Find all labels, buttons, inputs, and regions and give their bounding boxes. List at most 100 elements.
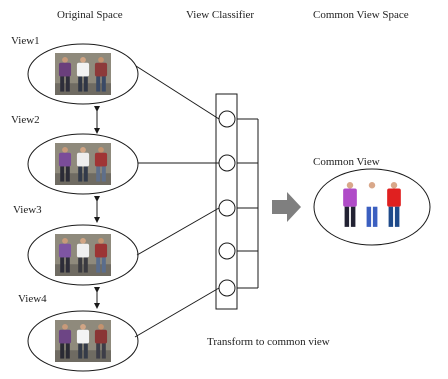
photo-ground	[55, 350, 111, 362]
photo-ground	[55, 173, 111, 185]
person-head	[62, 57, 68, 63]
person-leg-left	[96, 343, 101, 359]
person-figure	[94, 57, 108, 92]
person-leg-right	[101, 166, 106, 182]
person-shirt	[58, 329, 72, 344]
person-figure	[343, 182, 357, 227]
transform-arrow	[272, 192, 301, 222]
person-leg-left	[60, 76, 65, 92]
person-head	[98, 57, 104, 63]
person-head	[98, 324, 104, 330]
view1-photo	[55, 53, 111, 95]
person-head	[98, 238, 104, 244]
person-shirt	[76, 329, 90, 344]
photo-ground	[55, 83, 111, 95]
person-shirt	[58, 62, 72, 77]
person-leg-right	[372, 206, 378, 227]
person-head	[62, 324, 68, 330]
view2-label: View2	[11, 114, 40, 126]
view2-group	[27, 133, 139, 195]
photo-ground	[55, 264, 111, 276]
person-figure	[76, 147, 90, 182]
person-leg-right	[65, 343, 70, 359]
person-head	[80, 324, 86, 330]
person-leg-left	[388, 206, 394, 227]
person-leg-right	[394, 206, 400, 227]
classifier-node	[218, 154, 236, 172]
common-view-photo	[343, 182, 401, 227]
view3-group	[27, 224, 139, 286]
person-shirt	[58, 152, 72, 167]
person-leg-left	[78, 257, 83, 273]
person-figure	[94, 324, 108, 359]
person-leg-left	[60, 257, 65, 273]
person-leg-left	[60, 166, 65, 182]
person-leg-right	[83, 166, 88, 182]
person-figure	[76, 324, 90, 359]
person-head	[346, 182, 354, 189]
person-figure	[365, 182, 379, 227]
classifier-node	[218, 279, 236, 297]
view3-photo	[55, 234, 111, 276]
classifier-node	[218, 110, 236, 128]
person-head	[98, 147, 104, 153]
person-figure	[76, 238, 90, 273]
person-shirt	[343, 188, 357, 207]
classifier-node	[218, 242, 236, 260]
person-leg-left	[78, 76, 83, 92]
person-head	[80, 57, 86, 63]
person-shirt	[76, 243, 90, 258]
person-leg-right	[83, 76, 88, 92]
person-shirt	[94, 329, 108, 344]
person-figure	[387, 182, 401, 227]
view1-group	[27, 43, 139, 105]
view4-group	[27, 310, 139, 372]
view2-photo	[55, 143, 111, 185]
person-shirt	[365, 188, 379, 207]
person-head	[368, 182, 376, 189]
person-head	[80, 238, 86, 244]
person-head	[80, 147, 86, 153]
person-leg-right	[350, 206, 356, 227]
header-original-space: Original Space	[57, 9, 123, 21]
view4-label: View4	[18, 293, 47, 305]
person-leg-left	[78, 343, 83, 359]
person-leg-left	[366, 206, 372, 227]
person-leg-left	[96, 76, 101, 92]
person-leg-right	[65, 166, 70, 182]
person-leg-right	[65, 76, 70, 92]
person-head	[390, 182, 398, 189]
person-leg-right	[83, 257, 88, 273]
view1-label: View1	[11, 35, 40, 47]
person-leg-right	[65, 257, 70, 273]
view-to-classifier-line	[134, 287, 220, 338]
common-view-group	[313, 168, 431, 246]
person-leg-left	[96, 257, 101, 273]
person-leg-right	[101, 257, 106, 273]
person-figure	[58, 324, 72, 359]
person-leg-left	[60, 343, 65, 359]
person-figure	[94, 238, 108, 273]
person-head	[62, 238, 68, 244]
person-figure	[58, 147, 72, 182]
header-common-view-space: Common View Space	[313, 9, 409, 21]
person-shirt	[387, 188, 401, 207]
person-leg-left	[344, 206, 350, 227]
person-shirt	[94, 243, 108, 258]
person-figure	[58, 238, 72, 273]
person-head	[62, 147, 68, 153]
view-to-classifier-line	[136, 207, 220, 256]
view-to-classifier-line	[135, 65, 220, 120]
person-figure	[58, 57, 72, 92]
classifier-feedback-lines	[237, 118, 259, 289]
person-figure	[76, 57, 90, 92]
person-leg-right	[101, 343, 106, 359]
person-shirt	[94, 152, 108, 167]
view4-photo	[55, 320, 111, 362]
common-view-ellipse	[313, 168, 431, 246]
person-figure	[94, 147, 108, 182]
person-leg-left	[96, 166, 101, 182]
classifier-node	[218, 199, 236, 217]
